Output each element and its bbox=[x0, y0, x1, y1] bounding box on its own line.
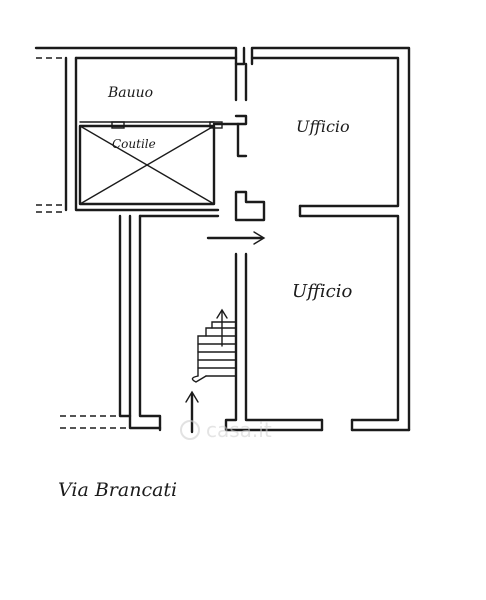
watermark: casa.it bbox=[180, 418, 272, 442]
room-label-office-bottom: Ufficio bbox=[292, 281, 353, 302]
street-label: Via Brancati bbox=[58, 479, 177, 501]
upper-partitions bbox=[212, 62, 302, 222]
arrow-up-icon bbox=[185, 390, 199, 434]
room-label-office-top: Ufficio bbox=[296, 117, 350, 136]
watermark-text: casa.it bbox=[206, 418, 272, 442]
location-pin-icon bbox=[180, 420, 200, 440]
staircase-icon bbox=[191, 308, 237, 383]
room-label-courtyard: Coutile bbox=[112, 137, 156, 151]
outer-walls bbox=[34, 46, 411, 432]
courtyard bbox=[78, 121, 223, 206]
corridor-walls bbox=[118, 214, 354, 432]
neighbour-dashes bbox=[36, 47, 130, 429]
room-label-bath: Bauuo bbox=[107, 85, 153, 101]
arrow-right-icon bbox=[206, 231, 266, 245]
